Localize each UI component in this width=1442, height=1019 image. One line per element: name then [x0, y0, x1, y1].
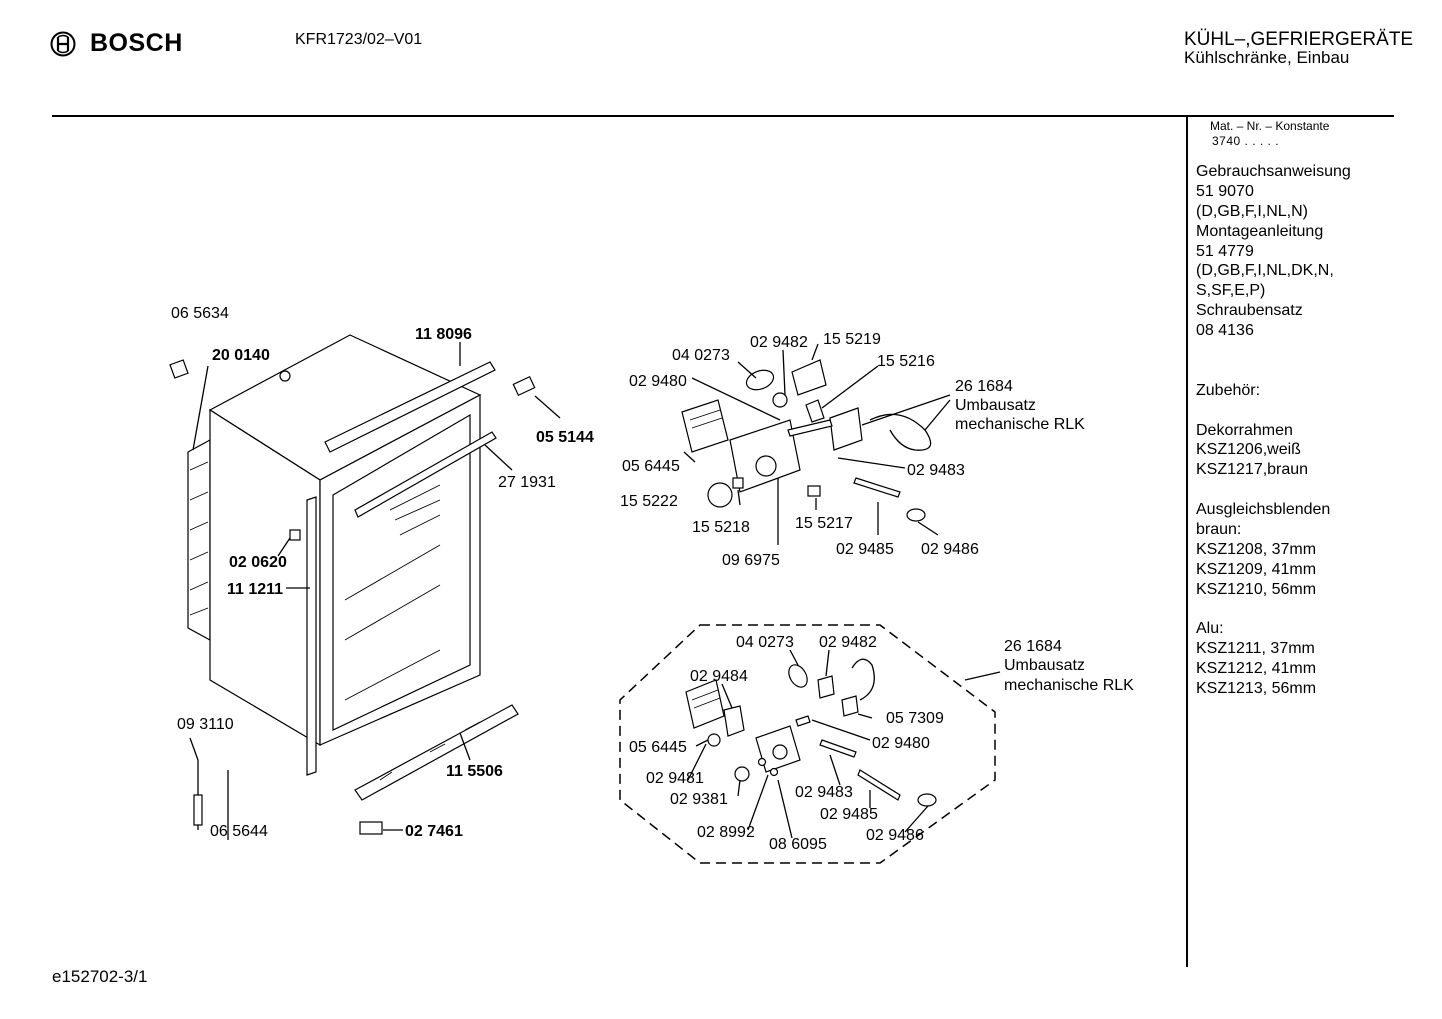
label-118096: 11 8096 [415, 326, 472, 343]
label-056445-b: 05 6445 [629, 739, 687, 756]
sidebar-line: KSZ1211, 37mm [1196, 640, 1315, 658]
label-umbausatz-b: Umbausatz [1004, 657, 1085, 674]
category-subtitle: Kühlschränke, Einbau [1184, 48, 1350, 67]
label-029484: 02 9484 [690, 668, 748, 685]
label-umbausatz-a: Umbausatz [955, 397, 1036, 414]
label-040273-a: 04 0273 [672, 347, 730, 364]
label-261684-a: 26 1684 [955, 378, 1013, 395]
sidebar-line: 51 9070 [1196, 182, 1254, 200]
label-029483-a: 02 9483 [907, 462, 965, 479]
sidebar-line: KSZ1208, 37mm [1196, 540, 1317, 558]
sidebar-line [1196, 600, 1351, 620]
label-029486-b: 02 9486 [866, 827, 924, 844]
sidebar-line: 51 4779 [1196, 242, 1254, 260]
label-155219: 15 5219 [823, 331, 881, 348]
exploded-parts-diagram: 06 5634 20 0140 11 8096 05 5144 27 1931 … [169, 305, 1134, 864]
label-065644: 06 5644 [210, 823, 268, 840]
label-mech-rlk-b: mechanische RLK [1004, 677, 1134, 694]
label-111211: 11 1211 [227, 581, 283, 598]
label-029482-a: 02 9482 [750, 334, 808, 351]
label-115506: 11 5506 [446, 763, 503, 780]
label-029485-a: 02 9485 [836, 541, 894, 558]
label-155222: 15 5222 [620, 493, 678, 510]
thermostat-leaders [683, 343, 951, 545]
label-057309: 05 7309 [886, 710, 944, 727]
cabinet-assembly [169, 334, 536, 840]
sidebar-line [1196, 480, 1351, 500]
sidebar-line: (D,GB,F,I,NL,N) [1196, 202, 1309, 220]
sidebar-line [1196, 401, 1351, 421]
label-029480-a: 02 9480 [629, 373, 687, 390]
sidebar-line: KSZ1213, 56mm [1196, 680, 1317, 698]
document-code: e152702-3/1 [52, 967, 148, 986]
sidebar-line: Alu: [1196, 620, 1224, 638]
label-065634: 06 5634 [171, 305, 229, 322]
sidebar-line [1196, 361, 1351, 381]
label-029483-b: 02 9483 [795, 784, 853, 801]
header-divider [52, 115, 1394, 117]
matnr-label: Mat. – Nr. – Konstante [1210, 119, 1330, 133]
label-200140: 20 0140 [212, 347, 270, 364]
brand-name: BOSCH [90, 29, 183, 57]
label-096975: 09 6975 [722, 552, 780, 569]
sidebar-line: KSZ1210, 56mm [1196, 580, 1317, 598]
sidebar-line: Gebrauchsanweisung [1196, 163, 1351, 180]
sidebar-line: KSZ1212, 41mm [1196, 660, 1317, 678]
label-056445-a: 05 6445 [622, 458, 680, 475]
label-029481: 02 9481 [646, 770, 704, 787]
label-028992: 02 8992 [697, 824, 755, 841]
sidebar-line: Schraubensatz [1196, 302, 1303, 320]
label-086095: 08 6095 [769, 836, 827, 853]
conversion-kit-outline [619, 624, 996, 864]
sidebar-line: Dekorrahmen [1196, 421, 1293, 439]
conversion-kit-parts [685, 658, 937, 807]
sidebar-line: KSZ1217,braun [1196, 461, 1309, 479]
brand-logo: BOSCH [50, 29, 183, 58]
sidebar-line: S,SF,E,P) [1196, 282, 1266, 300]
label-055144: 05 5144 [536, 429, 594, 446]
sidebar-line: braun: [1196, 521, 1242, 539]
label-155218: 15 5218 [692, 519, 750, 536]
matnr-value: 3740 . . . . . [1212, 134, 1280, 148]
label-155216: 15 5216 [877, 353, 935, 370]
label-029482-b: 02 9482 [819, 634, 877, 651]
label-155217: 15 5217 [795, 515, 853, 532]
sidebar-line: Zubehör: [1196, 381, 1261, 399]
label-029480-b: 02 9480 [872, 735, 930, 752]
sidebar-line: Montageanleitung [1196, 222, 1324, 240]
sidebar-line: 08 4136 [1196, 322, 1254, 340]
sidebar-line: Ausgleichsblenden [1196, 501, 1331, 519]
label-271931: 27 1931 [498, 474, 556, 491]
label-029381: 02 9381 [670, 791, 728, 808]
label-029485-b: 02 9485 [820, 806, 878, 823]
sidebar-line: (D,GB,F,I,NL,DK,N, [1196, 262, 1334, 280]
label-093110: 09 3110 [177, 716, 234, 733]
category-title: KÜHL–,GEFRIERGERÄTE [1184, 29, 1414, 50]
label-027461: 02 7461 [405, 823, 463, 840]
sidebar-divider [1186, 117, 1188, 967]
bosch-armature-icon [50, 31, 76, 56]
sidebar-parts-list: Gebrauchsanweisung 51 9070 (D,GB,F,I,NL,N)… [1196, 162, 1351, 699]
label-040273-b: 04 0273 [736, 634, 794, 651]
conversion-kit-leaders [687, 649, 1001, 839]
cabinet-leaders [189, 342, 561, 831]
label-020620: 02 0620 [229, 554, 287, 571]
label-mech-rlk-a: mechanische RLK [955, 416, 1085, 433]
label-261684-b: 26 1684 [1004, 638, 1062, 655]
label-029486-a: 02 9486 [921, 541, 979, 558]
sidebar-line [1196, 341, 1351, 361]
sidebar-line: KSZ1206,weiß [1196, 441, 1301, 459]
model-number: KFR1723/02–V01 [295, 31, 423, 48]
sidebar-line: KSZ1209, 41mm [1196, 560, 1317, 578]
thermostat-assembly [681, 359, 932, 522]
